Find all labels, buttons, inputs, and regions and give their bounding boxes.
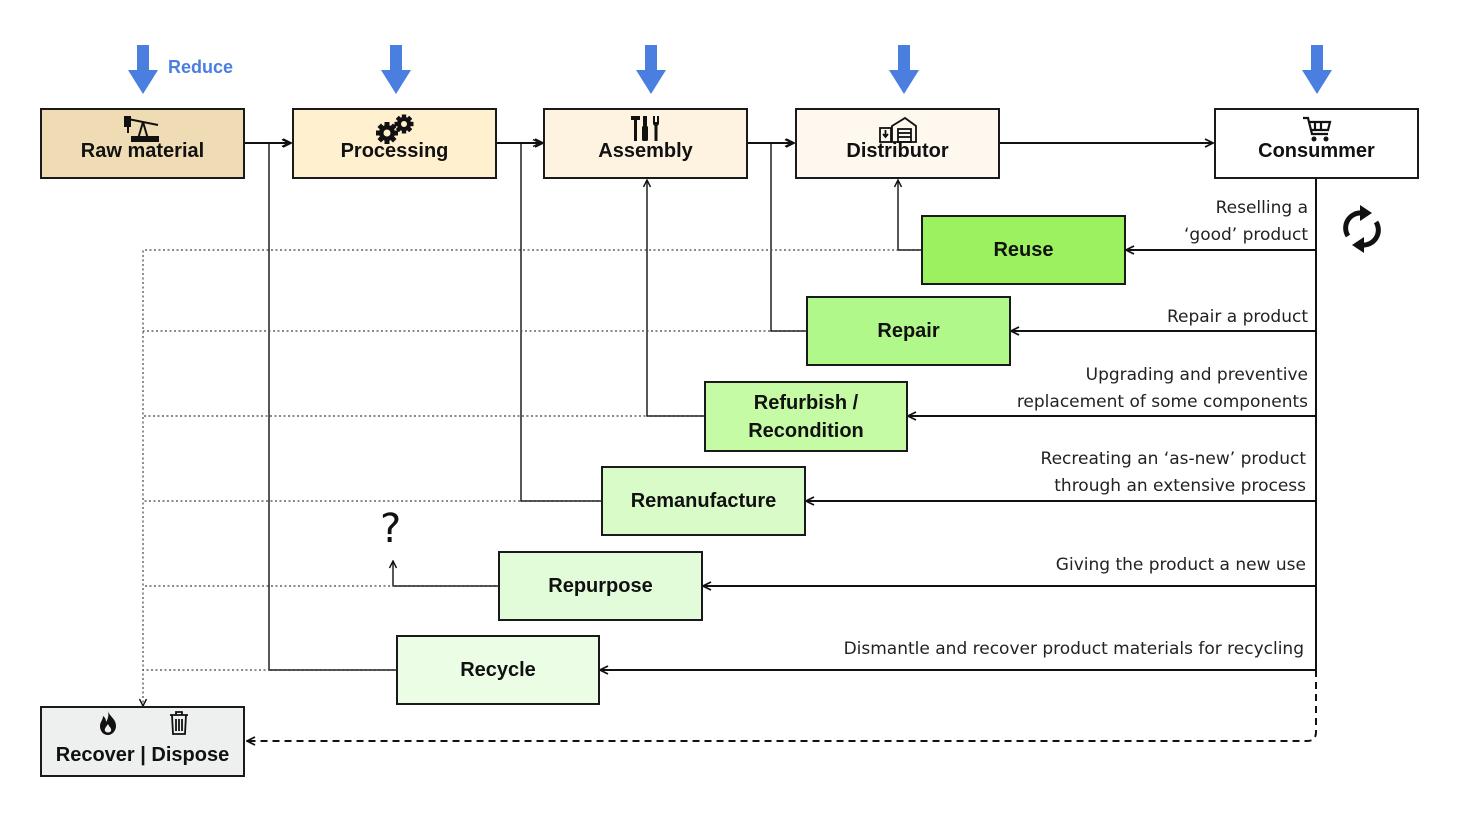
description-repair: Repair a product [1167,304,1308,331]
reduce-arrow-distributor [889,45,919,94]
cycle-icon [1338,200,1386,258]
description-line: Giving the product a new use [1055,555,1306,575]
stage-label: Distributor [846,139,949,162]
loop-label: Recycle [460,659,536,681]
loop-reuse: Reuse [921,215,1126,285]
loop-recycle: Recycle [396,635,600,705]
description-line: Repair a product [1166,307,1308,327]
reduce-arrows [128,45,1332,94]
description-line: Dismantle and recover product materials … [843,639,1304,659]
description-line: replacement of some components [1016,392,1308,412]
description-line: Reselling a [1215,198,1308,218]
stage-label: Processing [340,139,449,162]
stage-assembly: Assembly [543,108,748,179]
stage-raw-material: Raw material [40,108,245,179]
reduce-arrow-processing [381,45,411,94]
loop-label: Remanufacture [630,490,777,512]
reduce-label: Reduce [168,57,234,77]
oil-pump-icon [42,115,243,143]
description-line: Recreating an ‘as-new’ product [1040,449,1306,469]
description-line: Upgrading and preventive [1085,365,1308,385]
description-line: through an extensive process [1054,476,1306,496]
stage-distributor: Distributor [795,108,1000,179]
loop-label-line-1: Refurbish / [753,391,859,414]
leak-lines [143,249,921,706]
stage-label: Consummer [1258,139,1375,162]
description-remanufacture: Recreating an ‘as-new’ product through a… [1041,446,1306,500]
loop-refurbish: Refurbish / Recondition [704,381,908,452]
description-reuse: Reselling a ‘good’ product [1184,195,1308,249]
loop-remanufacture: Remanufacture [601,466,806,536]
tools-icon [545,115,746,143]
description-recycle: Dismantle and recover product materials … [844,636,1304,663]
unknown-destination-mark: ? [380,506,402,552]
reduce-arrow-raw-material [128,45,158,94]
stage-consumer: Consummer [1214,108,1419,179]
gears-icon [294,114,495,144]
disposal-arrow [247,670,1317,741]
cart-icon [1216,115,1417,143]
loop-label: Repurpose [548,575,653,597]
loop-repair: Repair [806,296,1011,366]
flame-icon [96,710,120,741]
description-line: ‘good’ product [1184,225,1308,245]
stage-label: Assembly [598,139,693,162]
description-repurpose: Giving the product a new use [1056,552,1306,579]
loop-label: Repair [877,320,940,342]
return-arrows [600,179,1317,670]
warehouse-icon [797,115,998,143]
description-refurbish: Upgrading and preventive replacement of … [1017,362,1308,416]
loop-repurpose: Repurpose [498,551,703,621]
reduce-arrow-assembly [636,45,666,94]
recover-dispose-box: Recover | Dispose [40,706,245,777]
loop-label: Reuse [993,239,1054,261]
stage-label: Raw material [80,139,205,162]
loop-label-line-2: Recondition [748,419,864,442]
trash-icon [168,710,190,741]
reduce-arrow-consumer [1302,45,1332,94]
recover-dispose-label: Recover | Dispose [55,743,230,766]
stage-processing: Processing [292,108,497,179]
